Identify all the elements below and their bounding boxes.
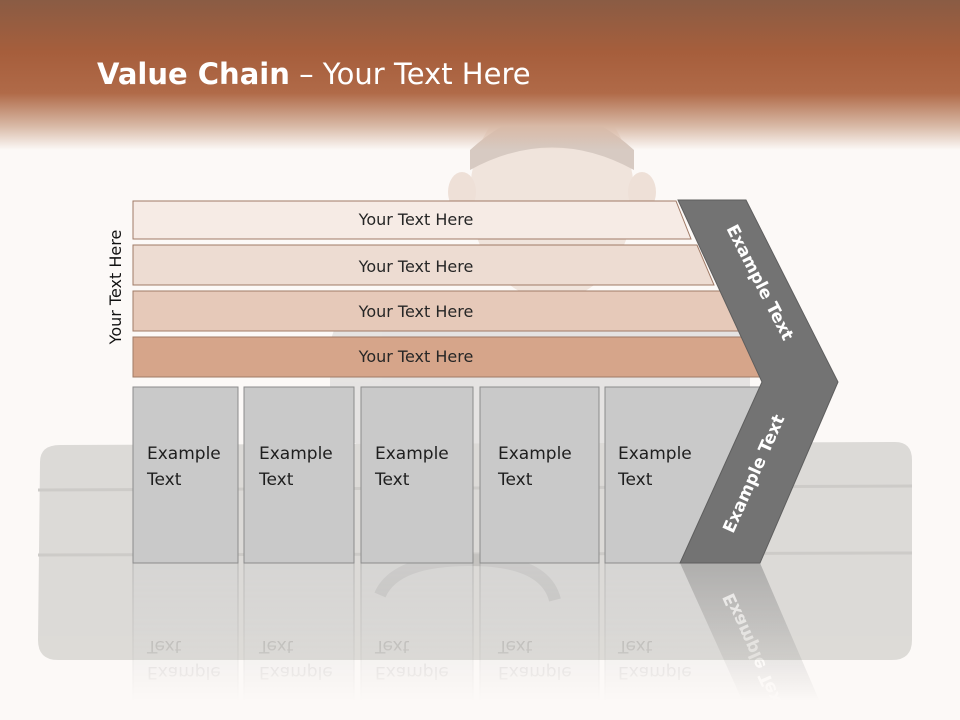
slide-title: Value Chain – Your Text Here (97, 54, 531, 94)
band-1 (132, 200, 692, 240)
reflection-box-label: ExampleText (146, 636, 221, 682)
band-group: Your Text Here Your Text Here Your Text … (132, 200, 765, 378)
band-label-2: Your Text Here (358, 257, 474, 276)
band-label-1: Your Text Here (358, 210, 474, 229)
reflection-box-3 (360, 562, 474, 720)
reflection-box-label: ExampleText (617, 636, 692, 682)
activity-box-3 (360, 386, 474, 564)
reflection-box-1 (132, 562, 239, 720)
band-label-3: Your Text Here (358, 302, 474, 321)
reflection-chevron (680, 563, 828, 720)
title-rest: – Your Text Here (289, 57, 531, 91)
diagram-reflection: ExampleText ExampleText ExampleText Example… (132, 562, 828, 720)
band-2 (132, 244, 715, 286)
title-bold: Value Chain (97, 57, 290, 91)
reflection-box-label: ExampleText (374, 636, 449, 682)
activity-box-4 (479, 386, 600, 564)
reflection-box-4 (479, 562, 600, 720)
activity-box-1 (132, 386, 239, 564)
activity-box-2 (243, 386, 355, 564)
band-label-4: Your Text Here (358, 347, 474, 366)
reflection-box-label: ExampleText (258, 636, 333, 682)
reflection-box-label: ExampleText (497, 636, 572, 682)
header-band (0, 0, 960, 150)
reflection-box-2 (243, 562, 355, 720)
chevron-shape (677, 199, 839, 564)
